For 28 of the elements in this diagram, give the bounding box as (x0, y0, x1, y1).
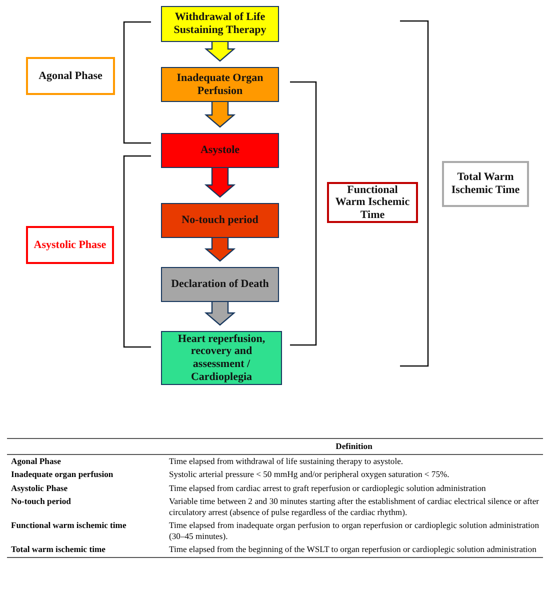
definition-text: Time elapsed from inadequate organ perfusion to organ reperfusion or cardioplegic solution administration (30–45 minutes). (169, 520, 539, 542)
phase-label-box: Total Warm Ischemic Time (442, 161, 529, 207)
definition-text: Time elapsed from cardiac arrest to graft reperfusion or cardioplegic solution administration (169, 482, 487, 494)
definition-text: Systolic arterial pressure < 50 mmHg and/or peripheral oxygen saturation < 75%. (169, 469, 450, 481)
term-text: Inadequate organ perfusion (11, 469, 114, 480)
block-arrow (204, 100, 236, 128)
block-arrow (204, 300, 236, 326)
process-box: Asystole (161, 133, 279, 168)
process-box: Inadequate Organ Perfusion (161, 67, 279, 102)
definition-text: Variable time between 2 and 30 minutes starting after the establishment of cardiac electrical silence or after circulatory arrest (absence of pulse regardless of the cardiac rhythm). (169, 496, 539, 518)
block-arrow (204, 166, 236, 198)
block-arrow (204, 236, 236, 262)
term-text: No-touch period (11, 496, 71, 506)
phase-label-box: Agonal Phase (26, 57, 115, 95)
column-header: Definition (336, 441, 372, 451)
term-text: Asystolic Phase (11, 482, 68, 493)
term-text: Total warm ischemic time (11, 544, 106, 554)
process-box: Heart reperfusion, recovery and assessment / Cardioplegia (161, 331, 282, 385)
definition-text: Time elapsed from withdrawal of life sustaining therapy to asystole. (169, 456, 404, 468)
block-arrow (204, 40, 236, 62)
process-box: Declaration of Death (161, 267, 279, 302)
term-text: Agonal Phase (11, 456, 61, 466)
definition-text: Time elapsed from the beginning of the WSLT to organ reperfusion or cardioplegic solution administration (169, 544, 538, 556)
phase-label-box: Functional Warm Ischemic Time (327, 182, 418, 223)
phase-label-box: Asystolic Phase (26, 226, 114, 264)
process-box: No-touch period (161, 203, 279, 238)
term-text: Functional warm ischemic time (11, 520, 126, 530)
process-box: Withdrawal of Life Sustaining Therapy (161, 6, 279, 42)
